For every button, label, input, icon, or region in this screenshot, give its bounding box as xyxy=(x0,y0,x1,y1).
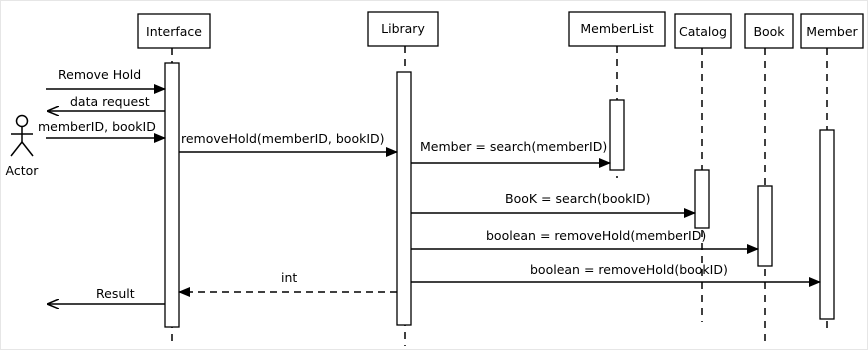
participant-library: Library xyxy=(367,11,439,47)
message-int-return: int xyxy=(178,270,397,297)
message-book-search: BooK = search(bookID) xyxy=(411,191,696,218)
message-result-label: Result xyxy=(96,286,135,301)
participant-library-label: Library xyxy=(381,21,425,36)
message-remove-hold-call: removeHold(memberID, bookID) xyxy=(179,131,398,157)
participant-book-label: Book xyxy=(753,24,785,39)
participant-catalog-label: Catalog xyxy=(679,24,727,39)
message-member-search-label: Member = search(memberID) xyxy=(420,139,607,154)
actor-label: Actor xyxy=(6,163,40,178)
message-int-return-label: int xyxy=(281,270,297,285)
activation-catalog xyxy=(694,169,710,229)
message-member-book-id: memberID, bookID xyxy=(38,119,166,143)
participant-memberlist-label: MemberList xyxy=(580,21,653,36)
actor-figure xyxy=(10,114,34,157)
message-remove-hold-book: boolean = removeHold(bookID) xyxy=(411,262,821,287)
message-remove-hold-label: Remove Hold xyxy=(58,67,141,82)
message-remove-hold: Remove Hold xyxy=(46,67,166,94)
activation-interface xyxy=(164,62,180,328)
message-member-search: Member = search(memberID) xyxy=(411,139,611,168)
message-book-search-label: BooK = search(bookID) xyxy=(505,191,651,206)
participant-member: Member xyxy=(800,13,864,49)
message-remove-hold-member: boolean = removeHold(memberID) xyxy=(411,228,759,254)
activation-member xyxy=(819,129,835,320)
activation-book xyxy=(757,185,773,267)
message-data-request-label: data request xyxy=(70,94,150,109)
message-data-request: data request xyxy=(48,94,165,111)
participant-member-label: Member xyxy=(806,24,858,39)
participant-book: Book xyxy=(744,13,794,49)
activation-memberlist xyxy=(609,99,625,171)
message-remove-hold-book-label: boolean = removeHold(bookID) xyxy=(530,262,728,277)
message-member-book-id-label: memberID, bookID xyxy=(38,119,156,134)
participant-catalog: Catalog xyxy=(674,13,732,49)
activation-library xyxy=(396,71,412,326)
participant-memberlist: MemberList xyxy=(568,11,666,47)
message-result: Result xyxy=(48,286,165,304)
message-remove-hold-member-label: boolean = removeHold(memberID) xyxy=(486,228,706,243)
participant-interface: Interface xyxy=(137,13,211,49)
participant-interface-label: Interface xyxy=(146,24,202,39)
message-remove-hold-call-label: removeHold(memberID, bookID) xyxy=(181,131,385,146)
